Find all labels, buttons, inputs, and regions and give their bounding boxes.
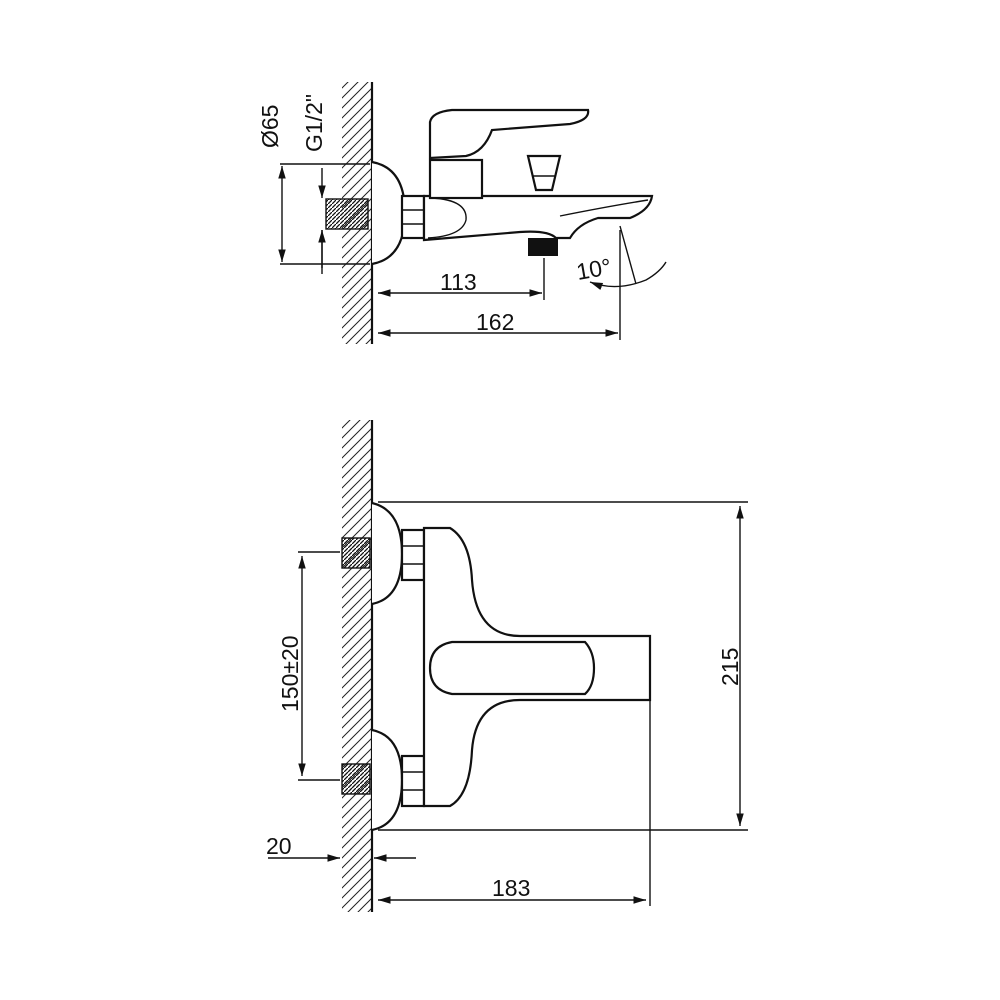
inlet-thread-side (325, 198, 369, 230)
rosette-upper (371, 501, 404, 606)
dim-label-projection: 183 (492, 875, 530, 901)
nut-upper (400, 528, 426, 582)
lever-handle-side[interactable] (428, 108, 590, 160)
dim-label-height: 215 (717, 648, 743, 686)
diverter-knob[interactable] (526, 154, 562, 192)
front-view: 215 150±20 20 183 (266, 420, 748, 912)
dim-label-total-depth: 162 (476, 309, 514, 335)
cartridge-housing-side (428, 158, 484, 200)
rosette-side (371, 160, 407, 266)
rosette-lower (371, 728, 404, 832)
dim-label-thread: G1/2" (301, 94, 327, 152)
wall-section-front (342, 420, 372, 912)
dim-label-centers: 150±20 (277, 635, 303, 712)
faucet-body-side (422, 194, 654, 242)
dim-label-diameter: Ø65 (257, 105, 283, 148)
aerator-outlet (528, 238, 558, 256)
nut-side (400, 194, 426, 240)
dim-label-wall-offset: 20 (266, 833, 292, 859)
dim-arc-angle (589, 261, 667, 291)
side-view: Ø65 G1/2" 113 162 10° (257, 82, 667, 344)
dim-label-spout-center: 113 (440, 269, 477, 295)
dim-label-angle: 10° (574, 253, 613, 285)
nut-lower (400, 754, 426, 808)
lever-handle-front[interactable] (428, 640, 596, 696)
inlet-thread-upper (341, 537, 371, 569)
inlet-thread-lower (341, 763, 371, 795)
